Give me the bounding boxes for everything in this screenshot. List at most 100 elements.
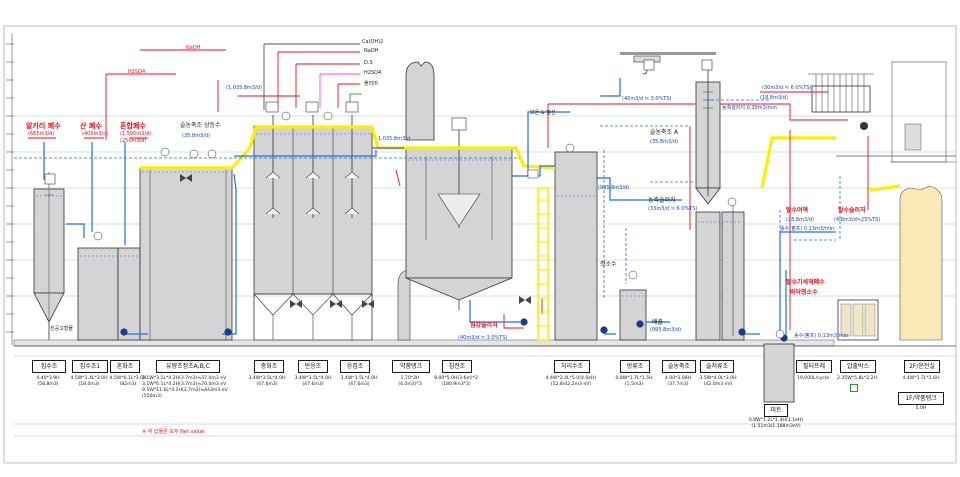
extrusion-box [837,299,879,341]
vacuum-solids-label: 진공고형물 [50,326,74,332]
mixed-flow-2: (250m3/d) [120,138,147,144]
tank-equalization [139,167,233,341]
discharge-flow: (995.8m3/d) [650,327,682,333]
chem-label-5: 폴리머 [364,81,378,87]
tank-mixing [117,247,141,341]
flow-1035-b: 1,035.8m3/d [378,136,410,142]
tank-treated-water [537,151,598,341]
filter-press [808,73,874,130]
spec-treated: 4.4W*2.4L*5.0(4.0eH)(52.8/42.2m3 eV) [545,376,597,387]
tank-tag-thickener: 슬농축조 [662,360,696,373]
mixed-flow: (1,500m3/d) [120,131,152,137]
top-flow-1: (40m3/d ≒ 3.0%TS) [622,96,672,102]
alkali-flow: (665m3/d) [28,131,55,137]
chem-label-3: D.S [364,60,373,66]
tank-discharge [619,289,647,341]
dewater-cake-label: 탈수슬러지 [838,207,866,214]
chem-label-1: Ca(OH)2 [362,39,384,45]
thickened-sludge-flow: (33m3/d ≒ 6.0%TS) [648,206,698,212]
tank-tag-chemical: 약품탱크 [392,360,430,373]
spec-reaction: 3.4W*3.5L*4.0H(47.6m3) [294,376,332,387]
tank-tag-neutralization: 중화조 [254,360,284,373]
acid-wastewater-label: 산 폐수 [80,122,102,130]
h2so4-feed-label: H2SO4 [128,69,146,75]
pit-pump-flow-1: 송수(펌프) 0.13m3/min [780,226,835,232]
chem-label-2: NaOH [364,48,379,54]
tank-tag-coagulation: 응집조 [340,360,370,373]
spec-discharge: 0.8W*1.7L*1.5H(1.5m3) [615,376,653,387]
tank-tag-equalization: 유량조정조A,B,C [156,360,220,373]
tank-sludge-thickener [695,64,721,341]
tank-tag-clarifier: 침전조 [442,360,472,373]
spec-clarifier: 8.00*5.0H(3.6m)*2(180.9m3*2) [434,376,478,387]
chemical-feed-lines [263,43,362,110]
tank-tag-pit: 피트 [764,404,788,417]
spec-collection-1: 4.5W*1.4L*3.0H(18.0m3) [70,376,108,387]
pump-icons [120,318,788,342]
alkali-wastewater-label: 알카리 폐수 [26,122,61,130]
top-flow-3: (30m3/d ≒ 6.0%TS) [762,85,812,91]
press-wash-label: 탈수기세척폐수 [786,279,825,286]
spec-neutralization: 3.4W*3.5L*4.0H(47.6m3) [248,376,286,387]
elevation-ruler [6,34,14,345]
green-marker-icon [850,384,858,392]
tank-tag-treated: 처리수조 [554,360,590,373]
tank-tag-reaction: 반응조 [298,360,328,373]
tank-tag-extrusion: 압출박스 [840,360,876,373]
spec-chemical: 1.70*2H(4.0m3)*3 [398,376,422,387]
tank-collection [33,172,65,340]
valve-icons [180,174,531,308]
thickener-a-label: 슬농축조 A [650,129,679,136]
spec-pit: 0.8W*1.2L*1.4H(1.1eH)(1.51m3/1.188m3eV) [748,418,804,429]
tank-tag-discharge: 방류조 [620,360,650,373]
ground-slab [13,339,835,347]
net-value-note: ※ 위 값들은 모두 Net value [142,429,205,435]
mixed-wastewater-label: 혼합폐수 [120,122,146,130]
heat-trace-label: 보온 & 열선 [530,110,556,116]
spec-coagulation: 3.4W*3.5L*4.0H(47.6m3) [340,376,378,387]
dewater-cake-flow: (4.8m3/d≒25%TS) [834,217,881,223]
ladders [537,188,549,340]
tank-tag-collection: 집수조 [32,360,66,373]
thickener-a-flow: (35.8m3/d) [650,139,678,145]
discharge-label: 배출 [652,319,664,326]
tank-tag-mixing: 혼화조 [110,360,140,373]
naoh-feed-label: NaOH [186,45,201,51]
dashed-flows [14,99,841,300]
chemical-tank [397,61,435,341]
chemical-lines [28,49,869,330]
spec-sludge-storage: 3.5W*4.0L*3.0H(42.0m3 eV) [699,376,737,387]
cleaning-water-label: 청소수 [600,261,617,268]
dewater-filtrate-label: 탈수여액 [786,207,809,214]
top-flow-4: 농축슬러지 0.39m3/min [722,105,777,111]
tank-collection-1 [77,247,119,341]
tank-clarifier [405,128,513,310]
spec-control-room: 4.4W*1.7L*2.6H [902,376,940,381]
acid-flow: (405m3/d) [82,131,109,137]
dewater-filtrate-flow: (18.8m3/d) [786,217,814,223]
tank-tag-collection-1: 집수조1 [72,360,108,373]
tank-pit [763,343,795,403]
equalization-supernatant-label: 슬농축조 상등수 [180,122,221,129]
tank-tag-control-room: 2F/운전실 [904,360,940,373]
water-lines [43,78,836,340]
tank-reactor-train [253,115,373,341]
settled-sludge-flow: (40m3/d ≒ 3.0%TS) [458,335,508,341]
floor-wash-label: 바닥청소수 [790,289,818,296]
flow-1035-label: (1,035.8m3/d) [226,85,262,91]
control-room [891,61,947,341]
spec-chemical-1f: 5.0H [915,406,927,411]
equalization-supernatant-flow: (35.8m3/d) [182,133,210,139]
treated-flow: (995.8m3/d) [598,185,630,191]
spec-collection: 4.40*3.9H(58.8m3) [36,376,60,387]
spec-extrusion: 2.35W*5.8L*2.2H [837,376,877,381]
tank-tag-sludge-storage: 슬저류조 [700,360,734,373]
top-flow-2: (18.8m3/d) [760,95,788,101]
motor-icons [44,59,713,185]
spec-filter-press: 19,000L/cycle [796,376,830,381]
overflow-lines [140,125,901,192]
chem-label-4: H2SO4 [364,70,382,76]
instrument-icons [93,111,785,339]
tank-sludge-storage [721,200,745,341]
